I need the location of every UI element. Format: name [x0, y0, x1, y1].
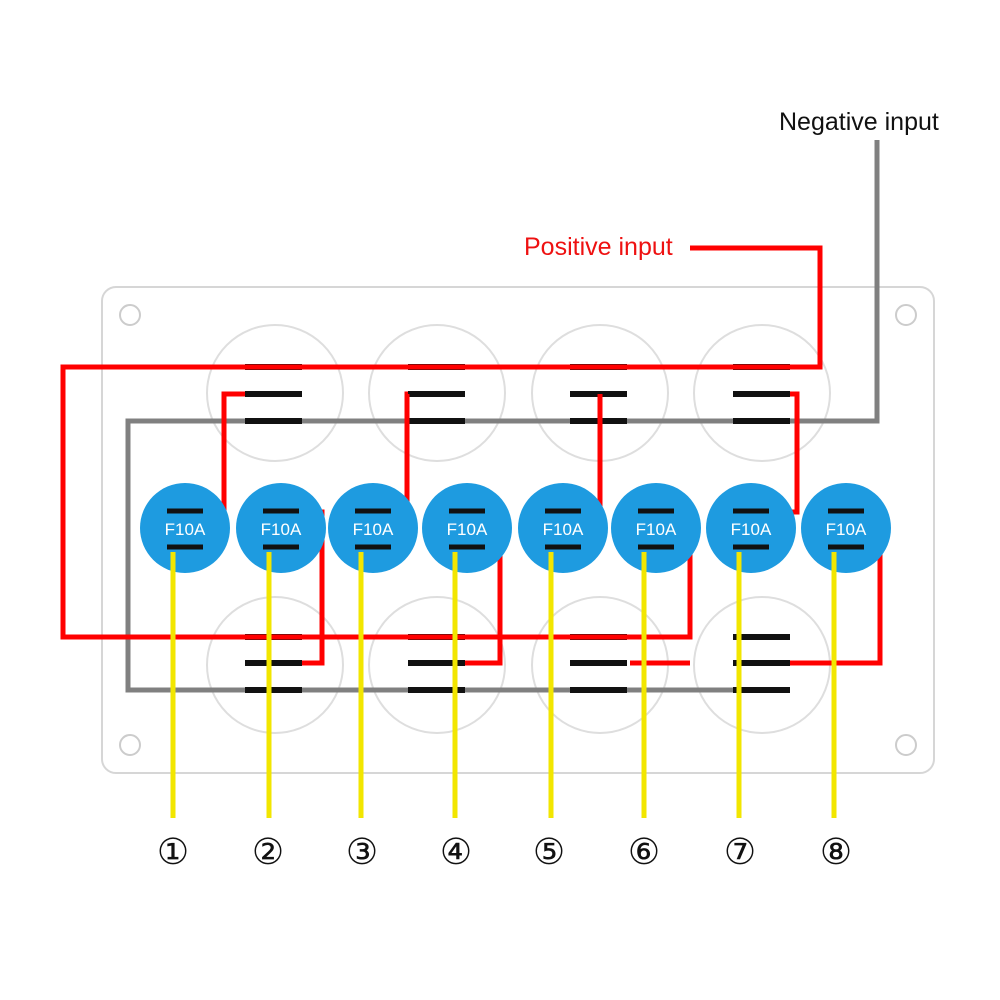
- output-number-2: ②: [252, 832, 284, 873]
- fuse-7: F10A: [706, 483, 796, 573]
- fuse-6: F10A: [611, 483, 701, 573]
- output-number-1: ①: [157, 832, 189, 873]
- output-number-7: ⑦: [724, 832, 756, 873]
- output-wiring: [170, 552, 837, 818]
- fuse-8-rating: F10A: [826, 520, 867, 539]
- fuse-8: F10A: [801, 483, 891, 573]
- negative-wire: [125, 140, 880, 693]
- switch-ring-bottom-2: [368, 596, 506, 734]
- negative-input-label: Negative input: [779, 108, 939, 136]
- panel-plate: [101, 286, 935, 774]
- fuse-3-rating: F10A: [353, 520, 394, 539]
- positive-feed-wire: [60, 245, 823, 640]
- output-number-6: ⑥: [628, 832, 660, 873]
- fuse-7-rating: F10A: [731, 520, 772, 539]
- fuse-5: F10A: [518, 483, 608, 573]
- fuse-2: F10A: [236, 483, 326, 573]
- fuse-4-rating: F10A: [447, 520, 488, 539]
- mounting-hole-top-right: [895, 304, 917, 326]
- mounting-hole-top-left: [119, 304, 141, 326]
- fuse-3: F10A: [328, 483, 418, 573]
- mounting-hole-bottom-left: [119, 734, 141, 756]
- fuse-1-rating: F10A: [165, 520, 206, 539]
- output-number-5: ⑤: [533, 832, 565, 873]
- output-number-4: ④: [440, 832, 472, 873]
- fuse-1: F10A: [140, 483, 230, 573]
- fuse-row: F10A F10A F10A F10A F10A F10A F10A F10A: [140, 483, 891, 573]
- fuse-2-rating: F10A: [261, 520, 302, 539]
- switch-ring-top-2: [368, 324, 506, 462]
- switch-ring-top-1: [206, 324, 344, 462]
- output-number-8: ⑧: [820, 832, 852, 873]
- fuse-4: F10A: [422, 483, 512, 573]
- fuse-6-rating: F10A: [636, 520, 677, 539]
- output-numbers: ① ② ③ ④ ⑤ ⑥ ⑦ ⑧: [157, 832, 852, 873]
- fuse-5-rating: F10A: [543, 520, 584, 539]
- positive-input-label: Positive input: [524, 233, 673, 261]
- switch-ring-top-4: [693, 324, 831, 462]
- switch-ring-bottom-1: [206, 596, 344, 734]
- mounting-hole-bottom-right: [895, 734, 917, 756]
- positive-wiring: [60, 245, 883, 666]
- output-number-3: ③: [346, 832, 378, 873]
- negative-wiring: [125, 140, 880, 693]
